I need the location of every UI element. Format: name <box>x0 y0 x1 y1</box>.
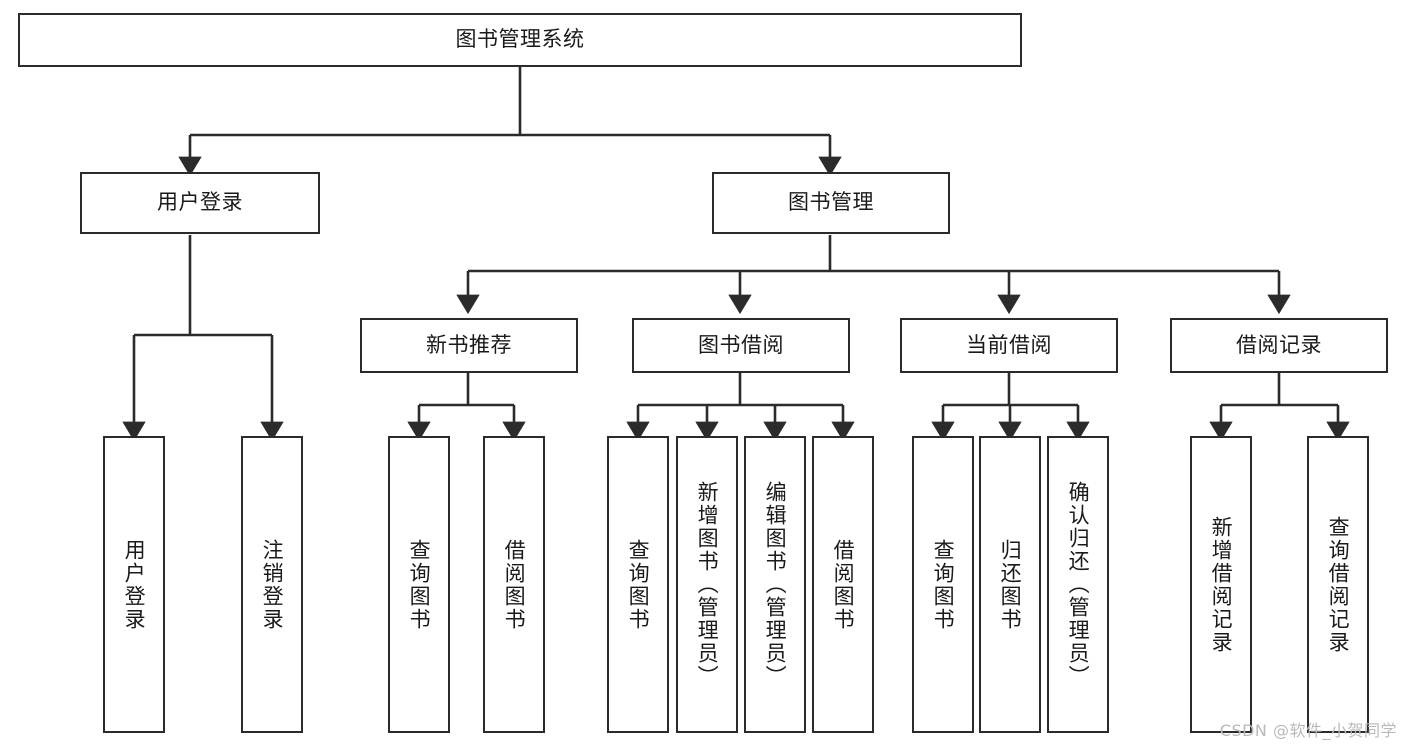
node-user-login[interactable]: 用户登录 <box>80 172 320 234</box>
node-leaf-query-record[interactable]: 查询借阅记录 <box>1307 436 1369 733</box>
node-book-borrow-label: 图书借阅 <box>698 332 784 357</box>
node-leaf-add-book-label: 新增图书（管理员） <box>695 481 720 688</box>
node-new-book-rec[interactable]: 新书推荐 <box>360 318 578 373</box>
node-root-label: 图书管理系统 <box>455 27 585 52</box>
node-book-manage-label: 图书管理 <box>788 190 874 215</box>
node-borrow-record-label: 借阅记录 <box>1236 332 1322 357</box>
node-leaf-logout-label: 注销登录 <box>260 538 285 631</box>
node-leaf-borrow-book-2-label: 借阅图书 <box>831 538 856 631</box>
node-leaf-query-book-3[interactable]: 查询图书 <box>912 436 974 733</box>
node-leaf-query-book-3-label: 查询图书 <box>931 538 956 631</box>
node-leaf-borrow-book-1[interactable]: 借阅图书 <box>483 436 545 733</box>
node-leaf-logout[interactable]: 注销登录 <box>241 436 303 733</box>
node-leaf-query-book-2-label: 查询图书 <box>626 538 651 631</box>
node-leaf-add-record[interactable]: 新增借阅记录 <box>1190 436 1252 733</box>
node-book-manage[interactable]: 图书管理 <box>712 172 950 234</box>
node-leaf-query-book-1-label: 查询图书 <box>407 538 432 631</box>
node-leaf-edit-book-label: 编辑图书（管理员） <box>763 481 788 688</box>
node-leaf-return-book[interactable]: 归还图书 <box>979 436 1041 733</box>
node-leaf-return-book-label: 归还图书 <box>998 538 1023 631</box>
node-borrow-record[interactable]: 借阅记录 <box>1170 318 1388 373</box>
node-leaf-user-login-label: 用户登录 <box>122 538 147 631</box>
node-leaf-borrow-book-1-label: 借阅图书 <box>502 538 527 631</box>
node-leaf-query-record-label: 查询借阅记录 <box>1326 515 1351 654</box>
node-leaf-add-book[interactable]: 新增图书（管理员） <box>676 436 738 733</box>
node-leaf-query-book-1[interactable]: 查询图书 <box>388 436 450 733</box>
node-current-borrow-label: 当前借阅 <box>966 332 1052 357</box>
node-leaf-borrow-book-2[interactable]: 借阅图书 <box>812 436 874 733</box>
node-leaf-user-login[interactable]: 用户登录 <box>103 436 165 733</box>
node-current-borrow[interactable]: 当前借阅 <box>900 318 1118 373</box>
node-user-login-label: 用户登录 <box>157 190 243 215</box>
node-new-book-rec-label: 新书推荐 <box>426 332 512 357</box>
csdn-watermark: CSDN @软件_小贺同学 <box>1219 721 1397 740</box>
node-leaf-confirm-return-label: 确认归还（管理员） <box>1066 481 1091 688</box>
node-leaf-confirm-return[interactable]: 确认归还（管理员） <box>1047 436 1109 733</box>
node-leaf-query-book-2[interactable]: 查询图书 <box>607 436 669 733</box>
node-book-borrow[interactable]: 图书借阅 <box>632 318 850 373</box>
node-leaf-edit-book[interactable]: 编辑图书（管理员） <box>744 436 806 733</box>
node-root[interactable]: 图书管理系统 <box>18 13 1022 67</box>
node-leaf-add-record-label: 新增借阅记录 <box>1209 515 1234 654</box>
